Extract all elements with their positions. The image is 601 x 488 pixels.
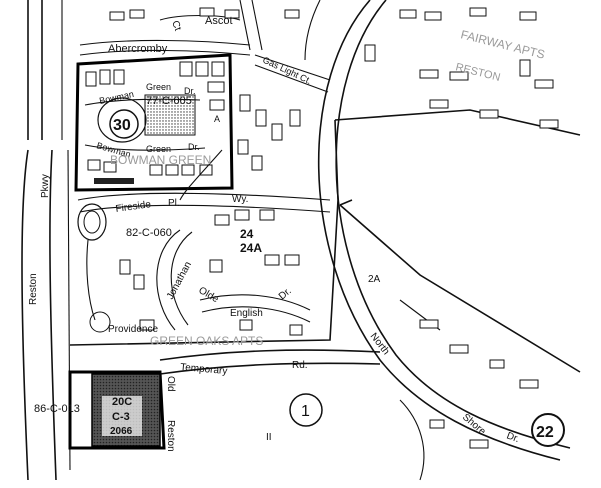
- green-oaks-area: [77, 192, 331, 336]
- label-rd: Rd.: [292, 360, 308, 371]
- label-parcel-c3: C-3: [112, 411, 130, 423]
- label-bowman-bot-b: Green: [146, 144, 171, 154]
- label-olde: Olde: [197, 285, 221, 305]
- label-reston-pkwy-b: Pkwy: [40, 174, 51, 198]
- label-parcel-20c: 20C: [112, 396, 132, 408]
- label-circle-1: 1: [301, 403, 310, 420]
- northern-streets: [79, 0, 331, 201]
- label-map-numeral-ii: II: [266, 432, 272, 443]
- circle-1-marker: [289, 393, 323, 427]
- label-green-oaks-ghost: GREEN OAKS APTS: [150, 334, 263, 348]
- label-reston-pkwy-a: Reston: [28, 273, 39, 305]
- label-fireside: Fireside: [115, 199, 152, 215]
- label-bowman-top-b: Green: [146, 82, 171, 92]
- label-fairway-ghost: FAIRWAY APTS: [459, 27, 546, 61]
- label-case-82c060: 82-C-060: [126, 227, 172, 239]
- circle-30-marker: [109, 109, 139, 139]
- reston-parkway: [21, 0, 71, 481]
- temporary-road: [159, 349, 381, 375]
- label-bowman-top-a: Bowman: [98, 89, 134, 106]
- parcel-20c-block: [91, 373, 161, 447]
- label-circle-30: 30: [113, 117, 131, 134]
- label-parcel-24a: 24A: [240, 241, 262, 255]
- label-parcel-a: A: [214, 114, 220, 124]
- label-reston-right: Reston: [165, 420, 176, 452]
- fairway-area: [364, 7, 559, 481]
- circled-numbers: [109, 109, 565, 447]
- label-wy: Wy.: [232, 194, 248, 205]
- parcel-boundaries: [68, 53, 581, 450]
- label-temporary: Temporary: [180, 362, 228, 377]
- label-bowman-green-ghost: BOWMAN GREEN: [110, 153, 211, 167]
- label-dr-shore: Dr.: [505, 430, 521, 445]
- label-case-86c013: 86-C-013: [34, 403, 80, 415]
- label-parcel-2a: 2A: [368, 274, 381, 285]
- label-old: Old: [165, 376, 176, 392]
- label-circle-22: 22: [536, 424, 554, 441]
- bowman-green-parcel: [84, 61, 225, 184]
- label-parcel-24: 24: [240, 227, 254, 241]
- label-providence: Providence: [108, 324, 158, 335]
- circle-22-marker: [531, 413, 565, 447]
- label-case-77c005: 77-C-005: [146, 95, 192, 107]
- label-dr-english: Dr.: [277, 286, 294, 303]
- label-ct-top: Ct: [169, 19, 183, 32]
- label-pl: Pl.: [168, 198, 180, 209]
- label-reston-ghost: RESTON: [454, 61, 501, 84]
- label-abercromby: Abercromby: [108, 43, 168, 55]
- label-english: English: [230, 308, 263, 319]
- north-shore-drive: [304, 0, 571, 461]
- label-jonathan: Jonathan: [165, 260, 194, 302]
- label-ascot: Ascot: [205, 15, 233, 27]
- label-bowman-top-c: Dr.: [184, 86, 196, 96]
- label-parcel-2066: 2066: [110, 426, 133, 437]
- label-bowman-bot-c: Dr.: [188, 142, 200, 152]
